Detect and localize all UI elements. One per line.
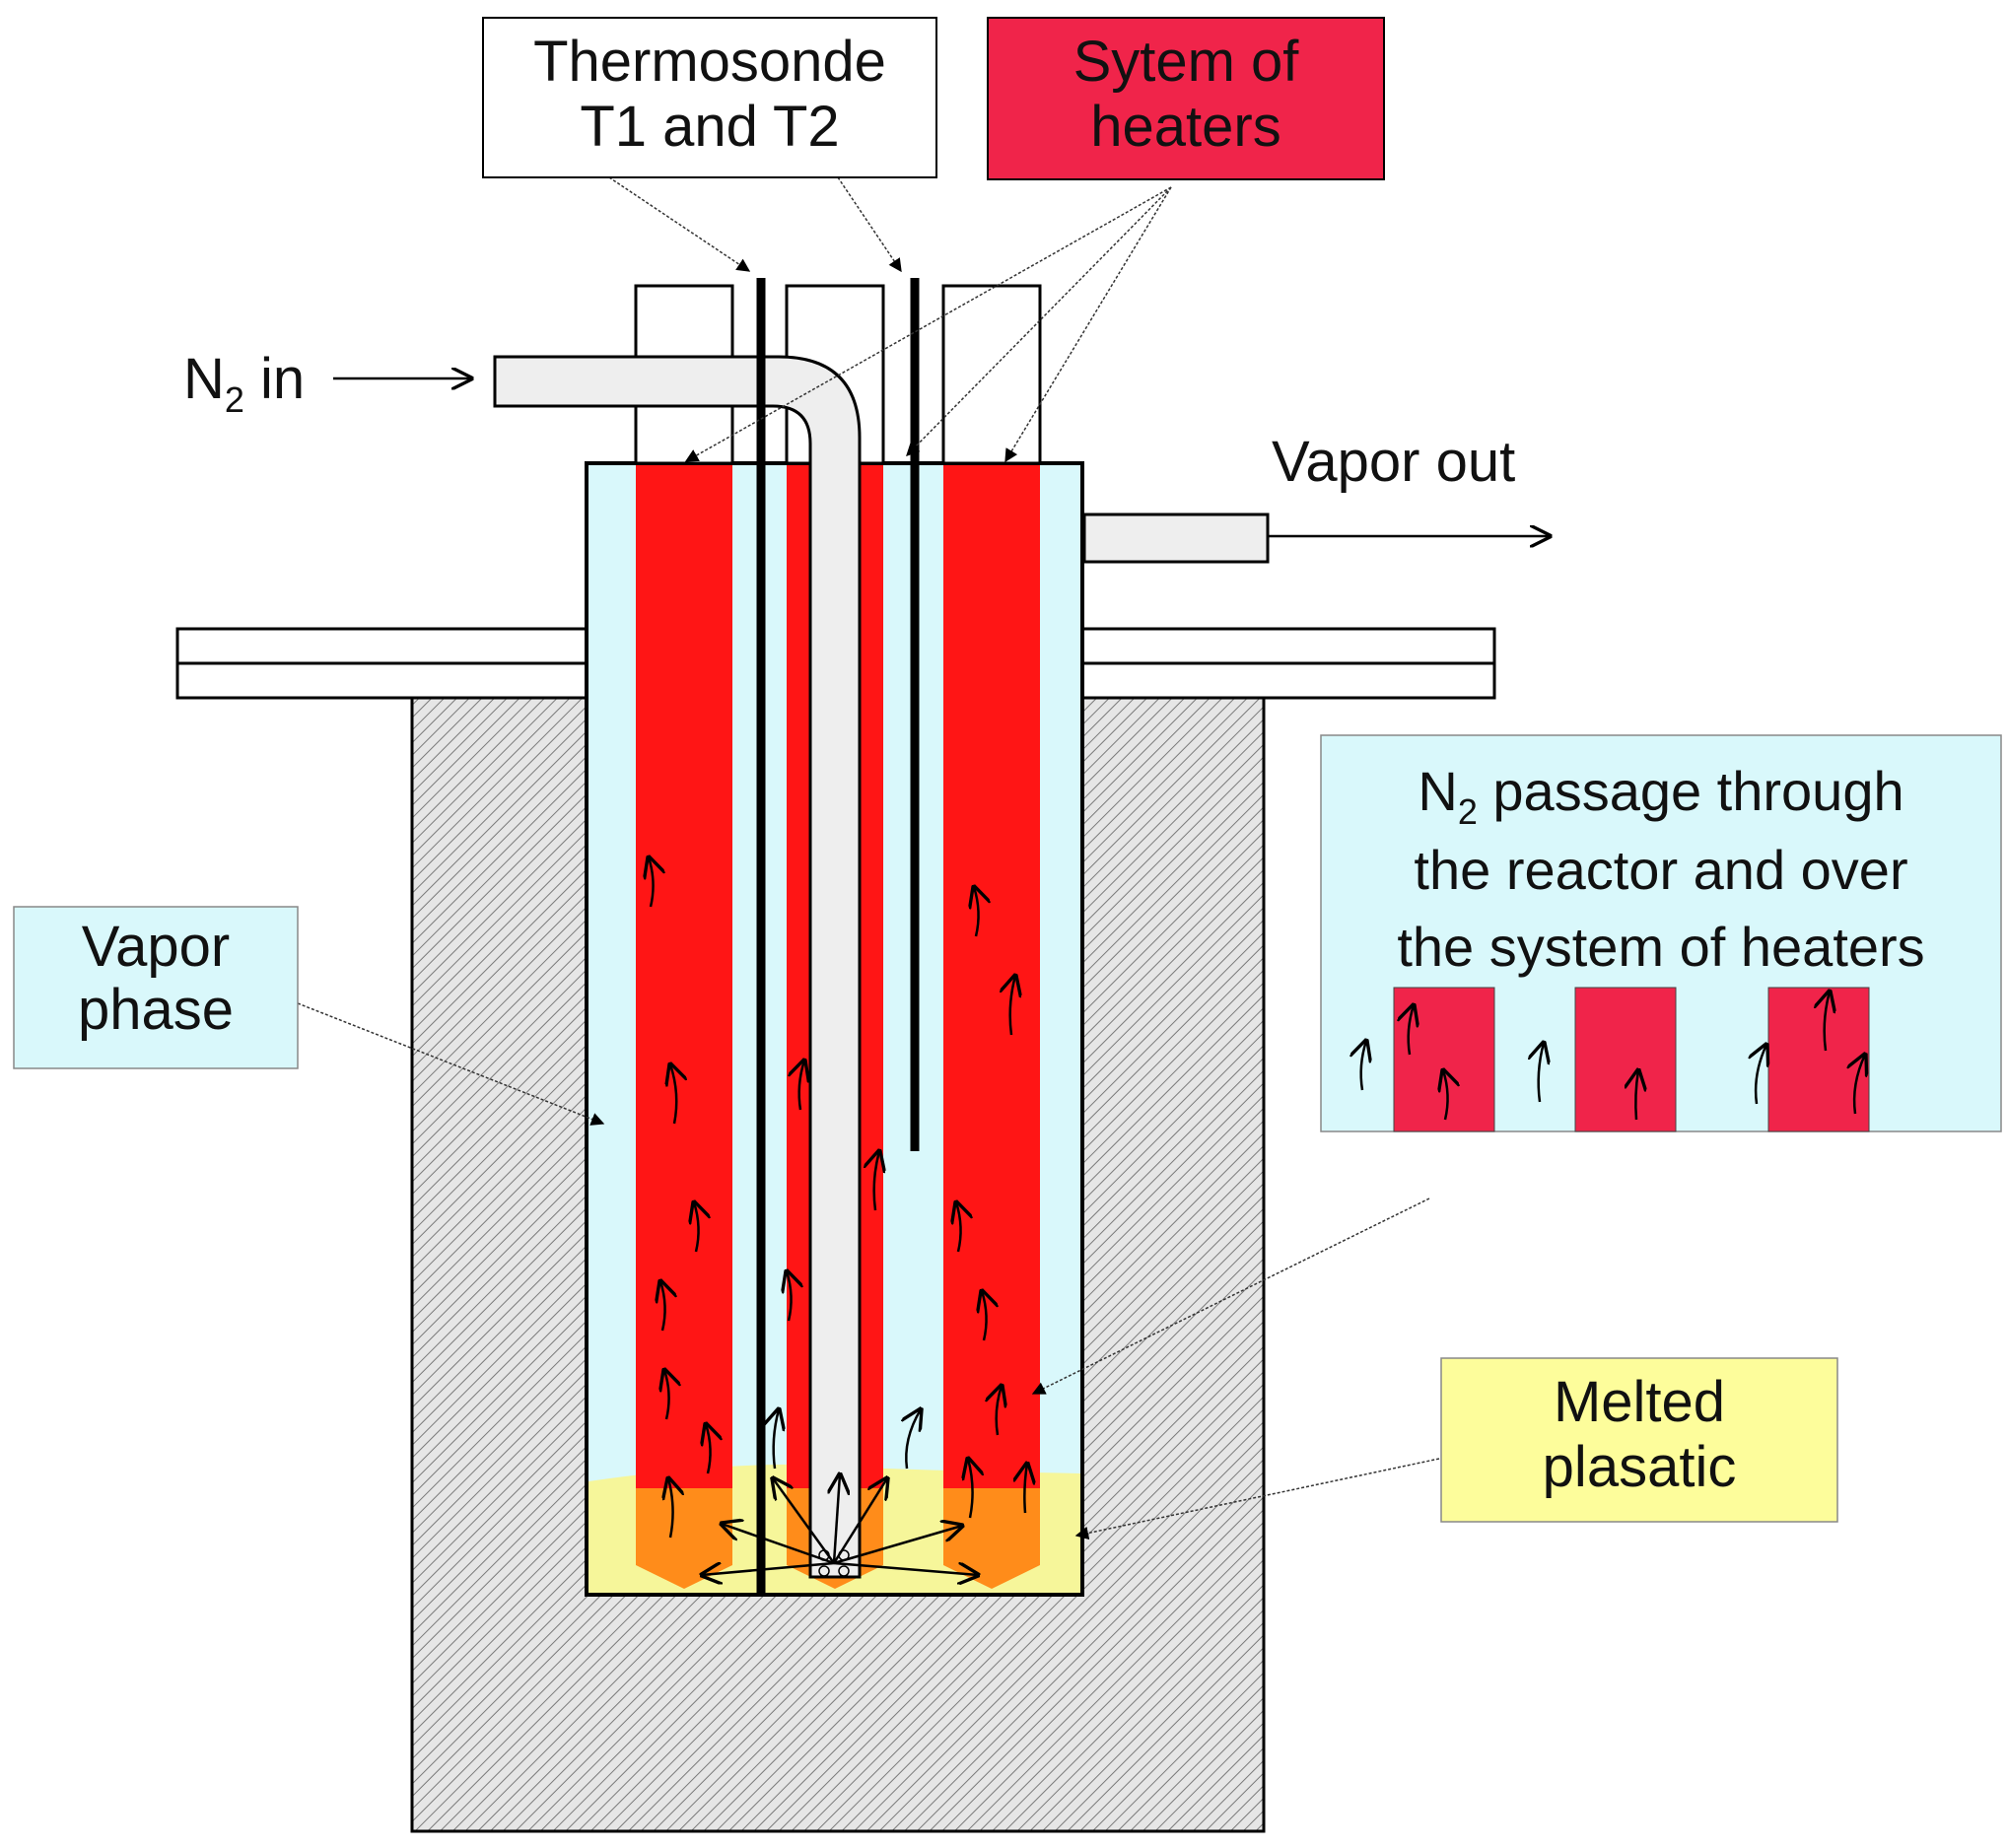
thermosonde-label-box <box>482 17 937 178</box>
heater-3-top <box>941 284 1042 465</box>
heaters-label-line2: heaters <box>1090 95 1280 159</box>
inset-heater-1 <box>1393 987 1495 1132</box>
thermosonde-label-line1: Thermosonde <box>533 30 886 94</box>
inset-flow-arrows <box>1361 992 1865 1121</box>
inset-heater-2 <box>1574 987 1677 1132</box>
vapor-phase-label-box <box>13 906 299 1069</box>
vapor-phase-label-line1: Vapor <box>82 915 230 979</box>
n2-passage-line3: the system of heaters <box>1397 916 1924 978</box>
melted-plastic-label-line1: Melted <box>1554 1370 1725 1434</box>
thermosonde-label-line2: T1 and T2 <box>580 95 839 159</box>
n2-inlet-pipe <box>493 355 862 1579</box>
heater-3 <box>943 465 1040 1490</box>
n2-passage-line2: the reactor and over <box>1414 839 1907 901</box>
melted-plastic-label-box <box>1440 1357 1838 1523</box>
melted-plastic-label-line2: plasatic <box>1543 1435 1737 1499</box>
heater-1 <box>636 465 732 1490</box>
vapor-outlet-pipe <box>1082 513 1270 564</box>
nozzle-jets <box>702 1474 978 1575</box>
heaters-label-line1: Sytem of <box>1073 30 1300 94</box>
heaters-label-box <box>987 17 1385 180</box>
vapor-phase-label-line2: phase <box>78 978 234 1042</box>
flow-arrows <box>649 857 1027 1539</box>
n2-passage-line1: N2 passage through <box>1418 760 1903 832</box>
vapor-out-label: Vapor out <box>1272 430 1515 494</box>
n2-in-label: N2 in <box>183 347 305 420</box>
